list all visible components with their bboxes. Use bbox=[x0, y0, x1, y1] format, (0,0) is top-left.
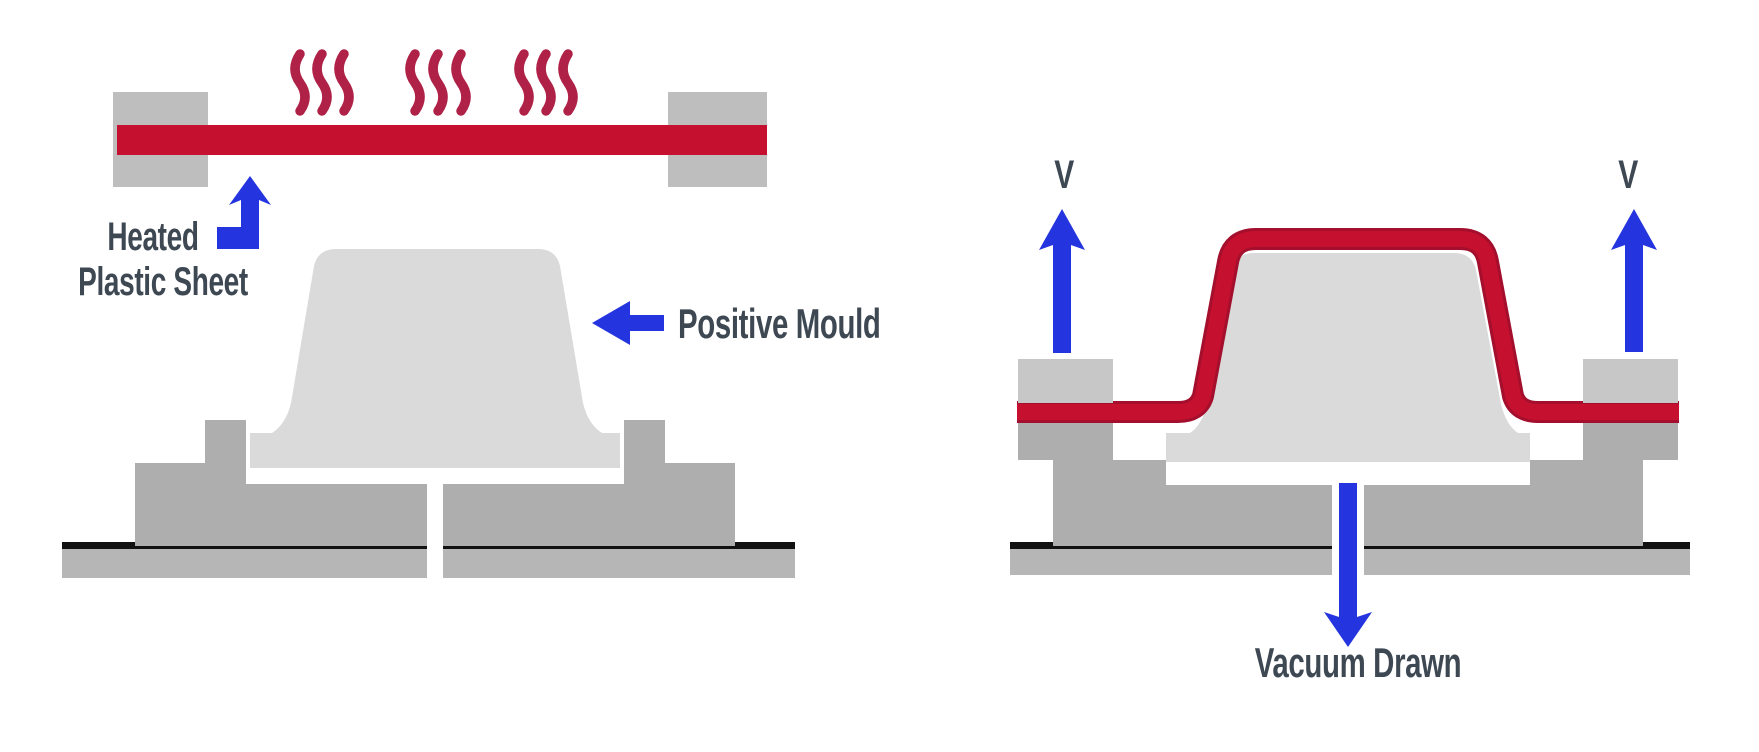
base-block-left bbox=[135, 420, 427, 546]
positive-mould-shape bbox=[250, 249, 620, 468]
mould-slab bbox=[1166, 433, 1530, 462]
heat-wave bbox=[290, 49, 310, 116]
mould-trapezoid bbox=[272, 249, 602, 433]
heat-wave bbox=[536, 49, 556, 116]
vacuum-drawn-label: Vacuum Drawn bbox=[1255, 639, 1462, 687]
left-arrow-icon bbox=[592, 301, 664, 345]
up-arrow-icon bbox=[1039, 209, 1085, 353]
clamp-left-upper bbox=[1018, 359, 1113, 403]
heat-wave bbox=[514, 49, 534, 116]
table-strips-right-panel bbox=[1010, 546, 1690, 575]
formed-mould-shape bbox=[1166, 253, 1530, 462]
mould-base-right-panel bbox=[1018, 422, 1678, 546]
heated-plastic-sheet-bar bbox=[117, 125, 767, 155]
mould-slab bbox=[250, 433, 620, 468]
heat-wave bbox=[312, 49, 332, 116]
heat-waves-icon bbox=[290, 49, 578, 116]
vent-labels: V V bbox=[1054, 153, 1639, 197]
heat-wave bbox=[558, 49, 578, 116]
heated-sheet-label: Heated Plastic Sheet bbox=[78, 215, 249, 304]
bent-up-arrow-icon bbox=[217, 176, 271, 249]
heated-sheet-label-line2: Plastic Sheet bbox=[78, 260, 248, 304]
clamp-right-upper bbox=[1583, 359, 1678, 403]
vent-label-left: V bbox=[1054, 153, 1074, 197]
heating-stage-panel: Heated Plastic Sheet Positive Mould bbox=[62, 49, 881, 578]
heat-wave bbox=[428, 49, 448, 116]
base-block-right bbox=[1364, 422, 1678, 546]
vacuum-stage-panel: V V Vacuum Drawn bbox=[1010, 153, 1690, 686]
heat-wave bbox=[334, 49, 354, 116]
positive-mould-label: Positive Mould bbox=[678, 300, 881, 348]
heated-sheet-label-line1: Heated bbox=[107, 215, 198, 259]
vent-label-right: V bbox=[1618, 153, 1638, 197]
table-strips-left-panel bbox=[62, 546, 795, 578]
down-arrow-icon bbox=[1324, 483, 1372, 647]
up-arrow-icon bbox=[1611, 209, 1657, 352]
formed-sheet bbox=[1017, 231, 1679, 420]
mould-base-left-panel bbox=[135, 420, 735, 546]
table-strip bbox=[1364, 546, 1690, 575]
heat-wave bbox=[405, 49, 425, 116]
base-block-left bbox=[1018, 422, 1332, 546]
heat-wave bbox=[451, 49, 471, 116]
mould-trapezoid bbox=[1190, 253, 1518, 433]
vent-arrows bbox=[1039, 209, 1657, 353]
base-block-right bbox=[443, 420, 735, 546]
table-strip bbox=[443, 546, 795, 578]
table-strip bbox=[1010, 546, 1332, 575]
sheet-clamps-formed bbox=[1018, 359, 1678, 403]
table-strip bbox=[62, 546, 427, 578]
